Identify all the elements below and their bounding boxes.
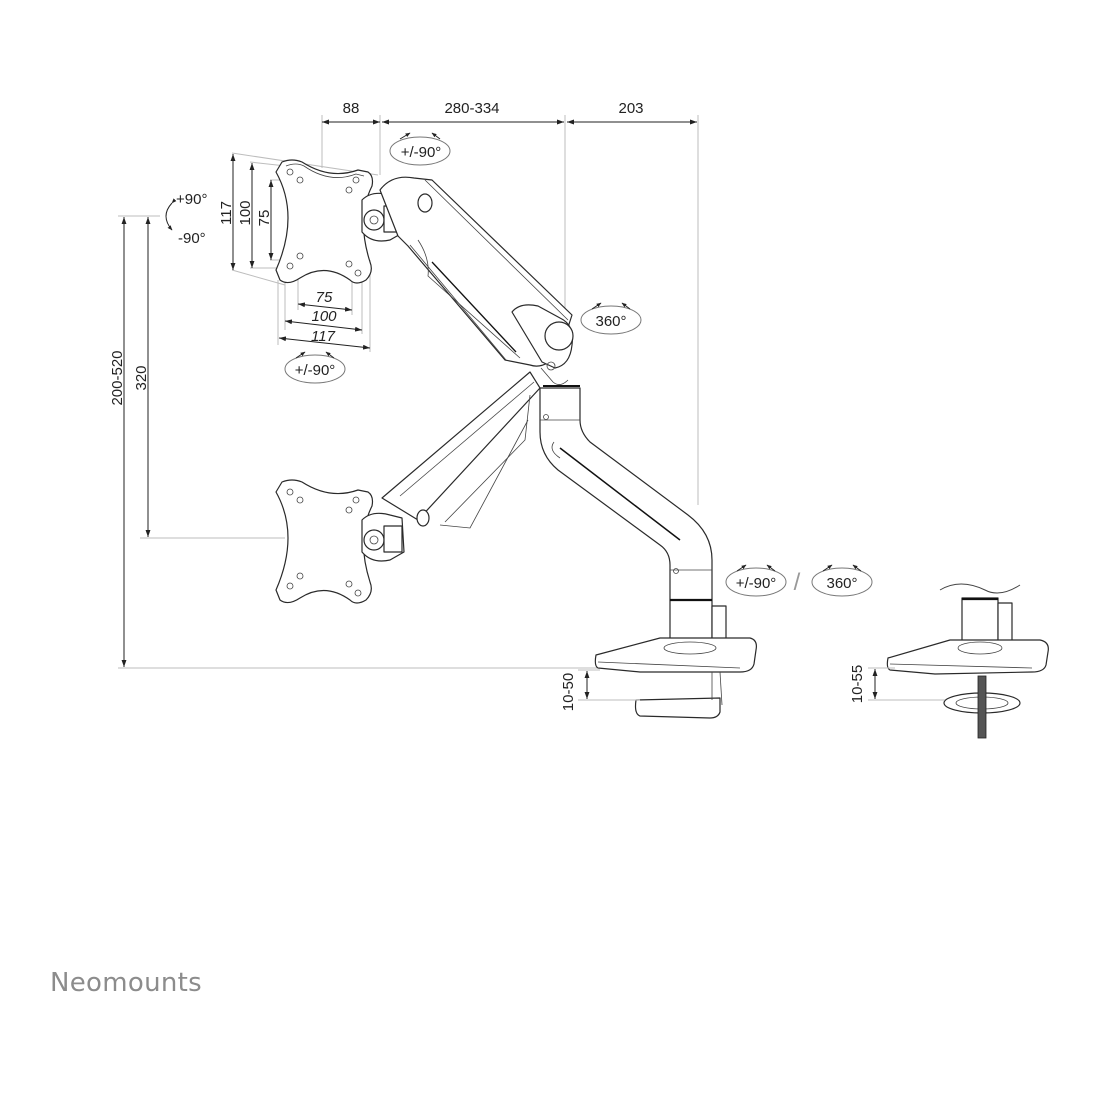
upper-arm-lower-position: [381, 371, 541, 529]
upper-arm-forearm: [379, 176, 574, 385]
vesa-h-100: 100: [311, 308, 337, 325]
rotation-badge-tilt: +90° -90°: [165, 191, 207, 247]
height-range-label: 200-520: [109, 350, 126, 405]
tilt-down-label: -90°: [178, 230, 206, 247]
grommet-thickness-dimension: 10-55: [849, 665, 945, 703]
dim-label-88: 88: [343, 100, 360, 117]
dim-label-reach: 280-334: [444, 100, 499, 117]
clamp-thickness-dimension: 10-50: [560, 669, 640, 711]
vesa-plate-upper: [275, 159, 374, 284]
rotation-badge-vesa: +/-90°: [284, 351, 346, 384]
tilt-joint-lower: [361, 512, 405, 562]
svg-text:+/-90°: +/-90°: [736, 575, 777, 592]
clamp-base: [594, 598, 757, 719]
height-travel-label: 320: [133, 365, 150, 390]
svg-text:+/-90°: +/-90°: [295, 362, 336, 379]
clamp-thickness-label: 10-50: [560, 673, 577, 711]
grommet-thickness-label: 10-55: [849, 665, 866, 703]
brand-logo: Neomounts: [50, 968, 202, 998]
vesa-v-117: 117: [218, 201, 235, 225]
dim-label-203: 203: [618, 100, 643, 117]
rotation-badge-base: +/-90° / 360°: [725, 564, 873, 597]
grommet-base: [886, 583, 1049, 739]
svg-text:360°: 360°: [595, 313, 626, 330]
vesa-h-75: 75: [316, 289, 333, 306]
top-dimensions: 88 280-334 203: [321, 100, 699, 505]
vesa-h-117: 117: [311, 328, 336, 345]
lower-arm-column: [539, 385, 713, 601]
rotation-badge-arm-swivel: +/-90°: [389, 132, 451, 166]
vesa-v-75: 75: [256, 210, 273, 227]
height-dimensions: 200-520 320: [109, 215, 600, 669]
vesa-vertical-dimensions: 117 100 75: [218, 152, 379, 286]
vesa-plate-lower: [275, 479, 374, 604]
svg-text:+/-90°: +/-90°: [401, 144, 442, 161]
vesa-v-100: 100: [237, 200, 254, 225]
tilt-up-label: +90°: [176, 191, 207, 208]
svg-text:360°: 360°: [826, 575, 857, 592]
rotation-badge-elbow: 360°: [580, 302, 642, 335]
rotation-separator: /: [794, 569, 801, 596]
